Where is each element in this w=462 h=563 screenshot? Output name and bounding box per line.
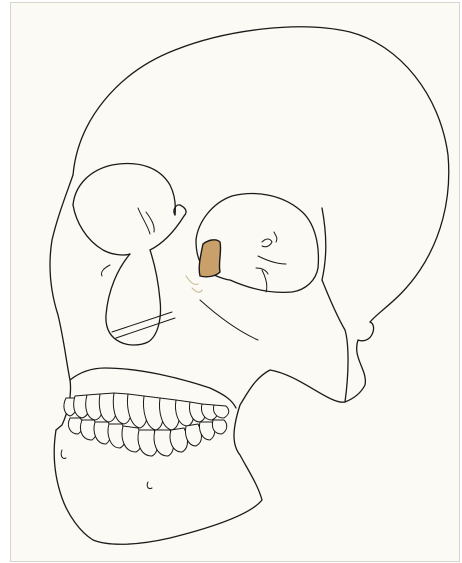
faint-mark <box>186 276 202 292</box>
orbital-fissure-marks <box>256 232 286 292</box>
nasal-bridge <box>150 205 186 250</box>
left-face-contour <box>50 175 73 430</box>
cranium-outline <box>73 27 449 322</box>
mental-foramen-mark <box>61 450 66 458</box>
zygomatic-arch <box>322 280 348 402</box>
nasal-septum-line <box>112 312 175 338</box>
left-orbit-lower-rim <box>73 205 130 255</box>
mastoid-process <box>345 322 374 402</box>
nasal-bone-line <box>138 208 154 234</box>
left-orbit <box>73 164 175 215</box>
zygomatic-line <box>200 300 258 340</box>
nasal-aperture <box>106 250 161 345</box>
cheek-line <box>101 265 110 276</box>
highlighted-orbital-bone <box>199 240 220 277</box>
chin-mark <box>147 482 152 489</box>
temporal-contour <box>322 208 326 280</box>
